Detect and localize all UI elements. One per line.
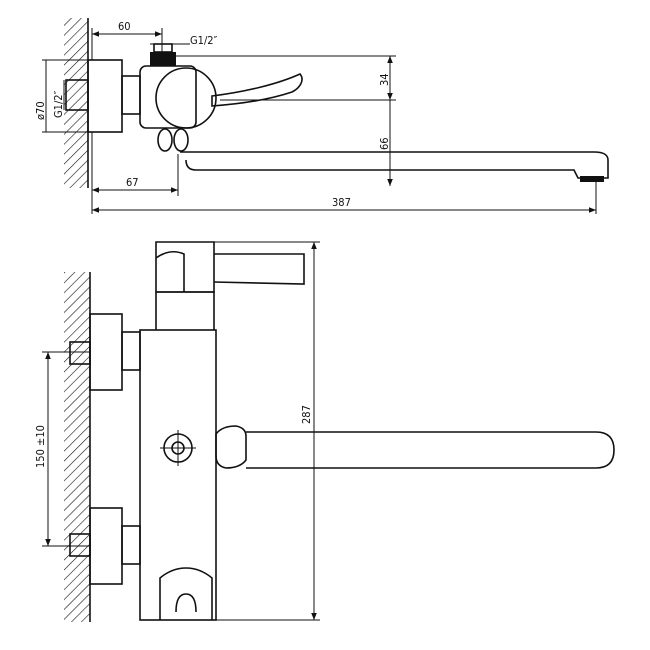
thread-side-label: G1/2″ [52, 90, 65, 118]
front-upper-nut [121, 331, 141, 371]
dim60-label: 60 [118, 20, 131, 33]
front-spout [246, 431, 615, 469]
top-lever-handle [211, 73, 303, 107]
front-lower-escutcheon [89, 507, 123, 585]
top-diverter-knob-right [173, 128, 189, 152]
front-shower-outlet-body [159, 567, 213, 620]
dim70-label: ø70 [34, 101, 47, 120]
top-cartridge-circle [155, 67, 217, 129]
thread-top-label: G1/2″ [190, 34, 218, 47]
front-upper-escutcheon [89, 313, 123, 391]
top-mixer-body [139, 65, 197, 129]
dim150-label: 150 ±10 [34, 425, 47, 468]
top-eccentric-block [87, 59, 123, 133]
dim67-label: 67 [126, 176, 139, 189]
top-inlet-thread [150, 52, 176, 66]
front-cartridge-housing [155, 291, 215, 330]
top-view: 60 G1/2″ ø70 G1/2″ 34 66 67 387 [34, 18, 609, 214]
front-cap-curve [155, 250, 185, 292]
front-cartridge-cap [155, 241, 215, 293]
top-wall-hatch [64, 18, 88, 188]
dim66-label: 66 [378, 137, 391, 150]
front-lever-handle [213, 253, 305, 285]
dim34-label: 34 [378, 73, 391, 86]
top-neck [121, 75, 141, 115]
top-inlet-cap [153, 43, 173, 53]
front-view: 150 ±10 287 [34, 241, 615, 622]
dim387-label: 387 [332, 196, 351, 209]
top-spout [180, 151, 609, 179]
front-wall-hatch [64, 272, 90, 622]
front-shower-outlet-thread [175, 593, 197, 613]
front-mixer-body [139, 329, 217, 621]
front-spout-collar [215, 425, 247, 469]
top-diverter-knob-left [157, 128, 173, 152]
dim287-label: 287 [300, 405, 313, 424]
top-aerator [580, 176, 604, 182]
front-lower-nut [121, 525, 141, 565]
